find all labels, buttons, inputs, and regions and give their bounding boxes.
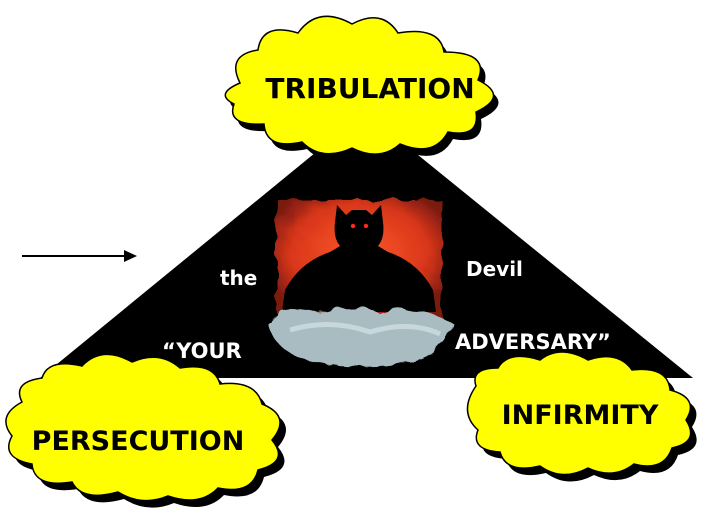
devil-figure-icon bbox=[266, 200, 452, 367]
cloud-persecution-label: PERSECUTION bbox=[32, 426, 245, 457]
cloud-infirmity-label: INFIRMITY bbox=[502, 400, 659, 431]
cloud-tribulation-label: TRIBULATION bbox=[265, 72, 474, 105]
cloud-tribulation: TRIBULATION bbox=[224, 15, 499, 162]
arrow-right-icon bbox=[22, 250, 137, 262]
triangle-text-adversary: ADVERSARY” bbox=[455, 330, 611, 354]
cloud-infirmity: INFIRMITY bbox=[466, 351, 697, 482]
triangle-text-devil: Devil bbox=[466, 257, 523, 281]
cloud-persecution: PERSECUTION bbox=[5, 353, 287, 508]
triangle-text-your: “YOUR bbox=[162, 339, 242, 363]
triangle-text-the: the bbox=[220, 266, 257, 290]
